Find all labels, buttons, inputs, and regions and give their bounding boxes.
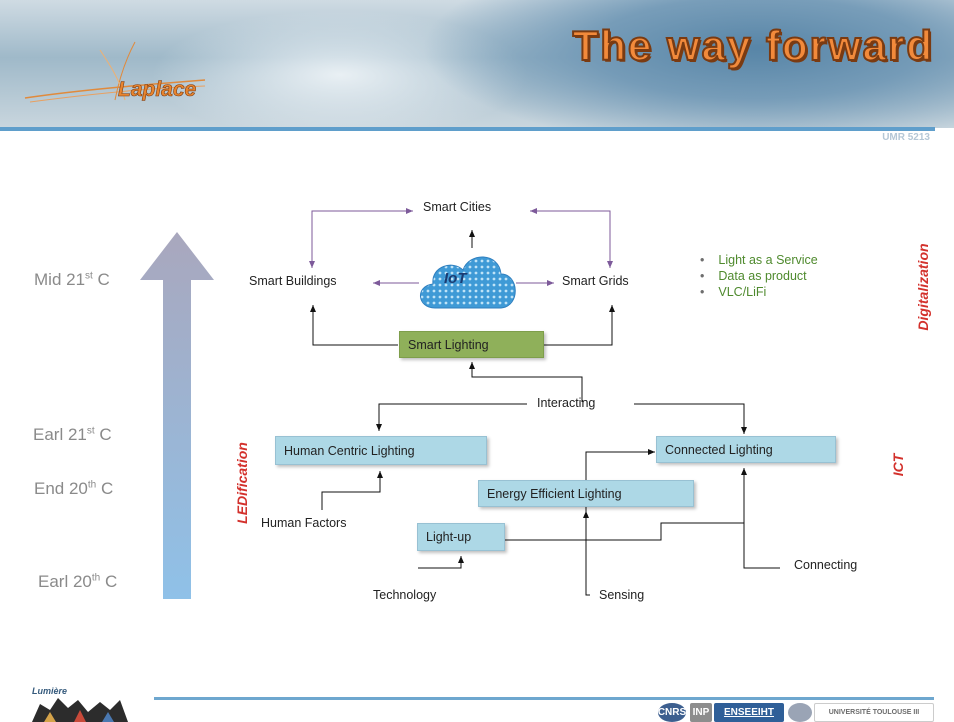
- connecting-label: Connecting: [794, 558, 858, 572]
- human-centric-lighting-box: Human Centric Lighting: [275, 436, 487, 465]
- smart-grids-label: Smart Grids: [562, 274, 629, 288]
- human-factors-label: Human Factors: [261, 516, 347, 530]
- enseeiht-logo: ENSEEIHT: [714, 703, 784, 722]
- energy-efficient-lighting-label: Energy Efficient Lighting: [487, 486, 622, 501]
- header-decoration: [420, 0, 954, 128]
- light-up-box: Light-up: [417, 523, 505, 551]
- bullet-item: VLC/LiFi: [700, 284, 818, 300]
- era-mid-21st: Mid 21st C: [34, 270, 110, 289]
- lumiere-figures-icon: [32, 698, 128, 722]
- iot-cloud-icon: [420, 256, 516, 309]
- unit-code: UMR 5213: [882, 132, 930, 143]
- laplace-logo-graphic: [24, 41, 206, 103]
- light-up-label: Light-up: [426, 530, 472, 544]
- era-early-21st: Earl 21st C: [33, 425, 112, 444]
- human-centric-lighting-label: Human Centric Lighting: [284, 443, 415, 458]
- bullet-list: Light as a Service Data as product VLC/L…: [700, 252, 818, 300]
- era-end-20th: End 20th C: [34, 479, 114, 498]
- ups-seal-icon: [788, 703, 812, 722]
- iot-label: IoT: [444, 270, 467, 287]
- connected-lighting-box: Connected Lighting: [656, 436, 836, 463]
- smart-buildings-label: Smart Buildings: [249, 274, 337, 288]
- sensing-label: Sensing: [599, 588, 645, 602]
- bullet-item: Data as product: [700, 268, 818, 284]
- energy-efficient-lighting-box: Energy Efficient Lighting: [478, 480, 694, 507]
- inp-logo: INP: [690, 703, 712, 722]
- footer-rule: [154, 697, 934, 700]
- slide-header: Laplace The way forward: [0, 0, 954, 128]
- universite-toulouse-logo: UNIVERSITÉ TOULOUSE III: [814, 703, 934, 722]
- header-rule: [0, 127, 935, 131]
- lumiere-logo-text: Lumière: [32, 686, 68, 696]
- smart-cities-label: Smart Cities: [423, 200, 492, 214]
- smart-lighting-box: Smart Lighting: [399, 331, 544, 358]
- timeline-arrow-icon: [140, 232, 214, 599]
- era-early-20th: Earl 20th C: [38, 572, 118, 591]
- interacting-label: Interacting: [537, 396, 596, 410]
- laplace-logo-text: Laplace: [118, 78, 197, 102]
- connected-lighting-label: Connected Lighting: [665, 442, 773, 457]
- slide-title: The way forward: [572, 21, 934, 70]
- smart-lighting-label: Smart Lighting: [408, 337, 489, 352]
- bullet-item: Light as a Service: [700, 252, 817, 268]
- cnrs-logo: CNRS: [658, 703, 686, 722]
- technology-label: Technology: [373, 588, 437, 602]
